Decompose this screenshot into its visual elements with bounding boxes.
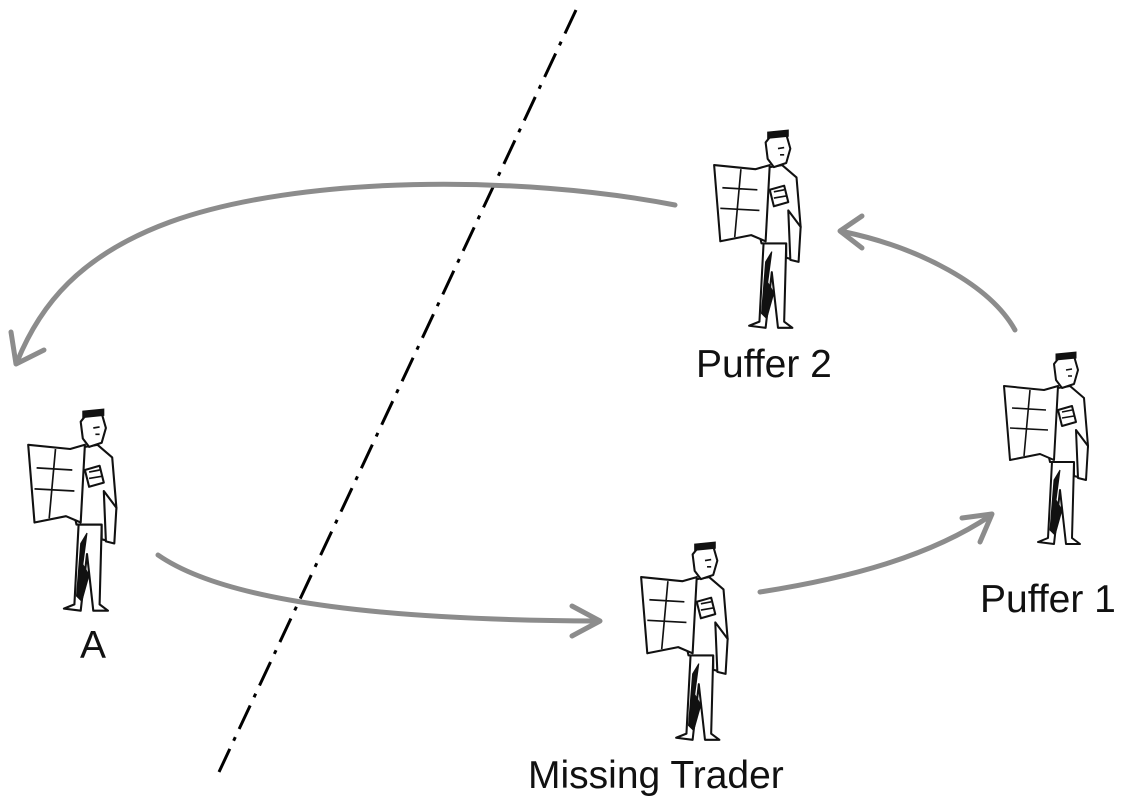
arrow-puffer-1-to-puffer-2 xyxy=(837,213,1018,333)
person-puffer-2-figure xyxy=(713,129,802,329)
node-label-missing-trader: Missing Trader xyxy=(528,754,784,797)
boundary-line xyxy=(217,9,578,773)
node-label-puffer-1: Puffer 1 xyxy=(980,578,1116,621)
arrow-a-to-missing-trader xyxy=(155,552,603,639)
person-puffer-1-figure xyxy=(1003,351,1089,545)
person-missing-trader-figure xyxy=(640,541,729,741)
arrow-puffer-2-to-a xyxy=(8,181,678,367)
person-reading-newspaper-icon xyxy=(640,541,729,741)
person-reading-newspaper-icon xyxy=(27,408,118,612)
person-reading-newspaper-icon xyxy=(713,129,802,329)
node-label-a: A xyxy=(80,624,107,667)
node-label-puffer-2: Puffer 2 xyxy=(696,343,832,386)
person-a-figure xyxy=(27,408,118,612)
arrow-missing-trader-to-puffer-1 xyxy=(757,511,995,595)
person-reading-newspaper-icon xyxy=(1003,351,1089,545)
